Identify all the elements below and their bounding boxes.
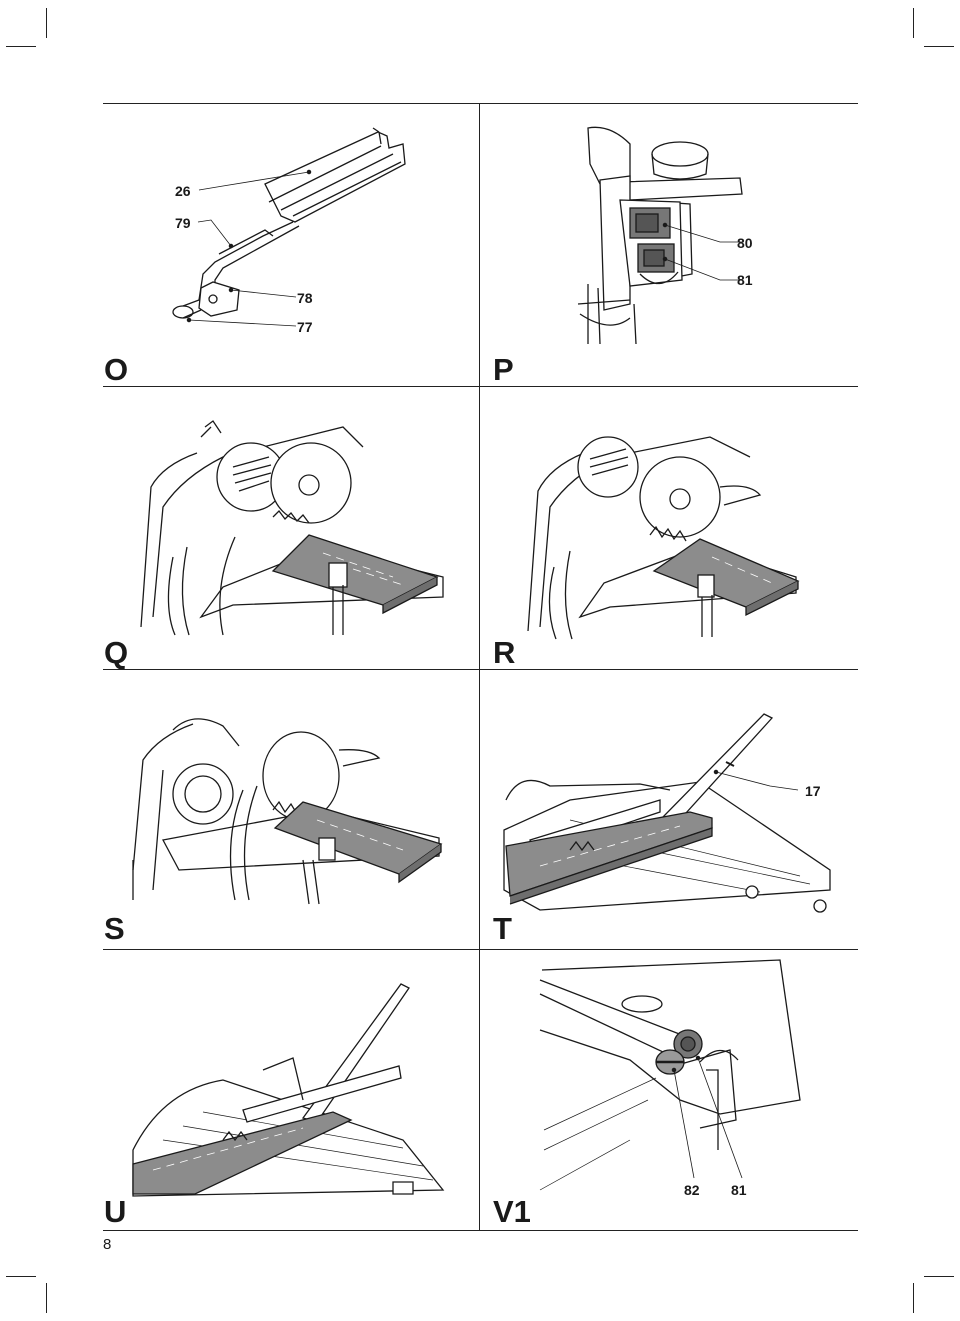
figure-letter-s: S [104,911,125,946]
figure-letter-o: O [104,352,129,386]
figure-q: Q [103,387,479,669]
callout-17: 17 [805,783,821,799]
crop-mark [924,1276,954,1277]
page-number: 8 [103,1236,112,1253]
crop-mark [46,1283,47,1313]
callout-82: 82 [684,1182,700,1198]
figure-letter-v1: V1 [493,1194,531,1229]
crop-mark [46,8,47,38]
figure-letter-r: R [493,635,516,669]
row-rule [103,669,858,670]
crop-mark [924,46,954,47]
row-rule [103,949,858,950]
figure-p: 80 81 P [480,104,858,386]
bottom-rule [103,1230,858,1231]
figure-s: S [103,670,479,949]
callout-77: 77 [297,319,313,335]
callout-79: 79 [175,215,191,231]
row-rule [103,386,858,387]
figure-letter-t: T [493,911,512,946]
figure-u: U [103,950,479,1230]
figure-letter-p: P [493,352,514,386]
crop-mark [6,46,36,47]
crop-mark [913,1283,914,1313]
crop-mark [913,8,914,38]
figure-t: 17 T [480,670,858,949]
top-rule [103,103,858,104]
callout-78: 78 [297,290,313,306]
figure-o: 26 79 78 77 O [103,104,479,386]
callout-26: 26 [175,183,191,199]
center-divider [479,103,480,1230]
figure-r: R [480,387,858,669]
figure-letter-u: U [104,1194,127,1229]
callout-81: 81 [737,272,753,288]
figure-v1: 82 81 V1 [480,950,858,1230]
figure-letter-q: Q [104,635,129,669]
callout-81: 81 [731,1182,747,1198]
crop-mark [6,1276,36,1277]
callout-80: 80 [737,235,753,251]
